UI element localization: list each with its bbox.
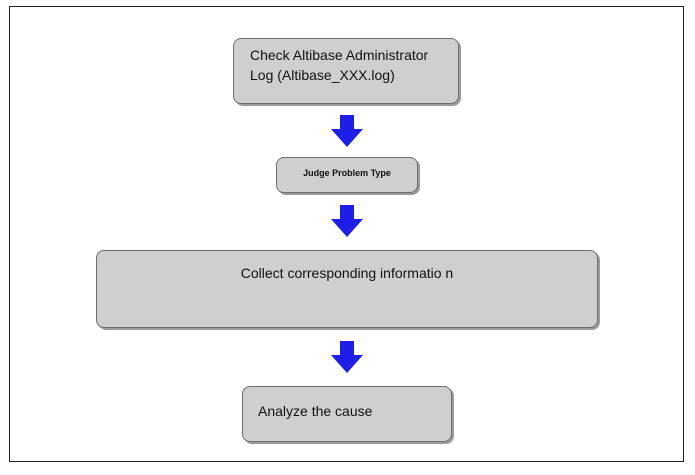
step-analyze-cause: Analyze the cause [242, 386, 452, 442]
step-check-log: Check Altibase Administrator Log (Altiba… [233, 38, 459, 104]
step-analyze-cause-label: Analyze the cause [258, 403, 373, 419]
arrow-down-icon [331, 115, 363, 147]
arrow-down-icon [331, 341, 363, 373]
step-judge-problem-type: Judge Problem Type [276, 157, 418, 193]
step-check-log-label: Check Altibase Administrator Log (Altiba… [250, 47, 429, 83]
arrow-down-icon [331, 205, 363, 237]
step-collect-information-label: Collect corresponding informatio n [240, 265, 454, 281]
step-collect-information: Collect corresponding informatio n [96, 250, 598, 328]
step-judge-problem-type-label: Judge Problem Type [303, 168, 391, 178]
